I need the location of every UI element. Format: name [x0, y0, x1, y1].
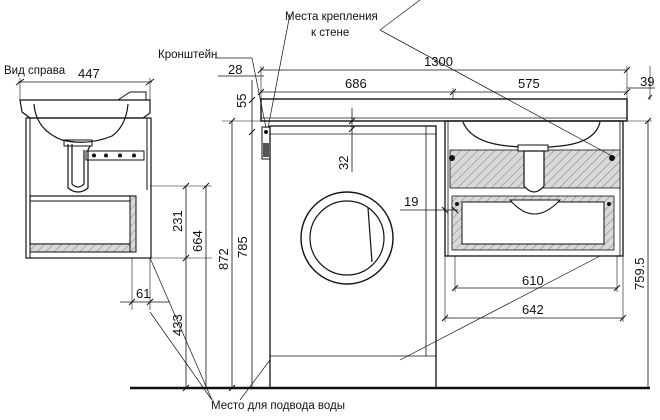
dim-height-231: 231: [170, 210, 185, 232]
dim-height-785: 785: [235, 236, 250, 258]
side-dimensions: [15, 78, 213, 401]
water-inlet-label: Место для подвода воды: [211, 400, 345, 412]
dim-cabinet-inner: 610: [522, 273, 544, 288]
dim-height-872: 872: [216, 248, 231, 270]
dim-depth-61: 61: [136, 286, 150, 301]
bracket-label: Кронштейн: [158, 49, 217, 61]
dim-height-433: 433: [170, 314, 185, 336]
dim-height-664: 664: [190, 230, 205, 252]
dim-right-overhang: 39: [640, 74, 654, 89]
side-view-drawing: [19, 91, 152, 259]
dim-left-module: 686: [345, 76, 367, 91]
dim-bracket-height: 55: [234, 94, 249, 108]
mount-places-label-2: к стене: [311, 27, 349, 39]
side-view-label: Вид справа: [4, 65, 66, 77]
dim-bracket-offset: 28: [228, 62, 242, 77]
dim-offset-19: 19: [404, 194, 418, 209]
dim-gap-32: 32: [336, 156, 351, 170]
dim-side-width: 447: [78, 66, 100, 81]
front-dimensions: [215, 0, 655, 401]
dim-cabinet-outer: 642: [522, 302, 544, 317]
mount-places-label-1: Места крепления: [285, 11, 378, 23]
dim-basin-width: 575: [518, 76, 540, 91]
dim-height-759-5: 759.5: [632, 257, 647, 290]
dim-total-width: 1300: [424, 54, 453, 69]
front-view-drawing: [260, 94, 653, 389]
